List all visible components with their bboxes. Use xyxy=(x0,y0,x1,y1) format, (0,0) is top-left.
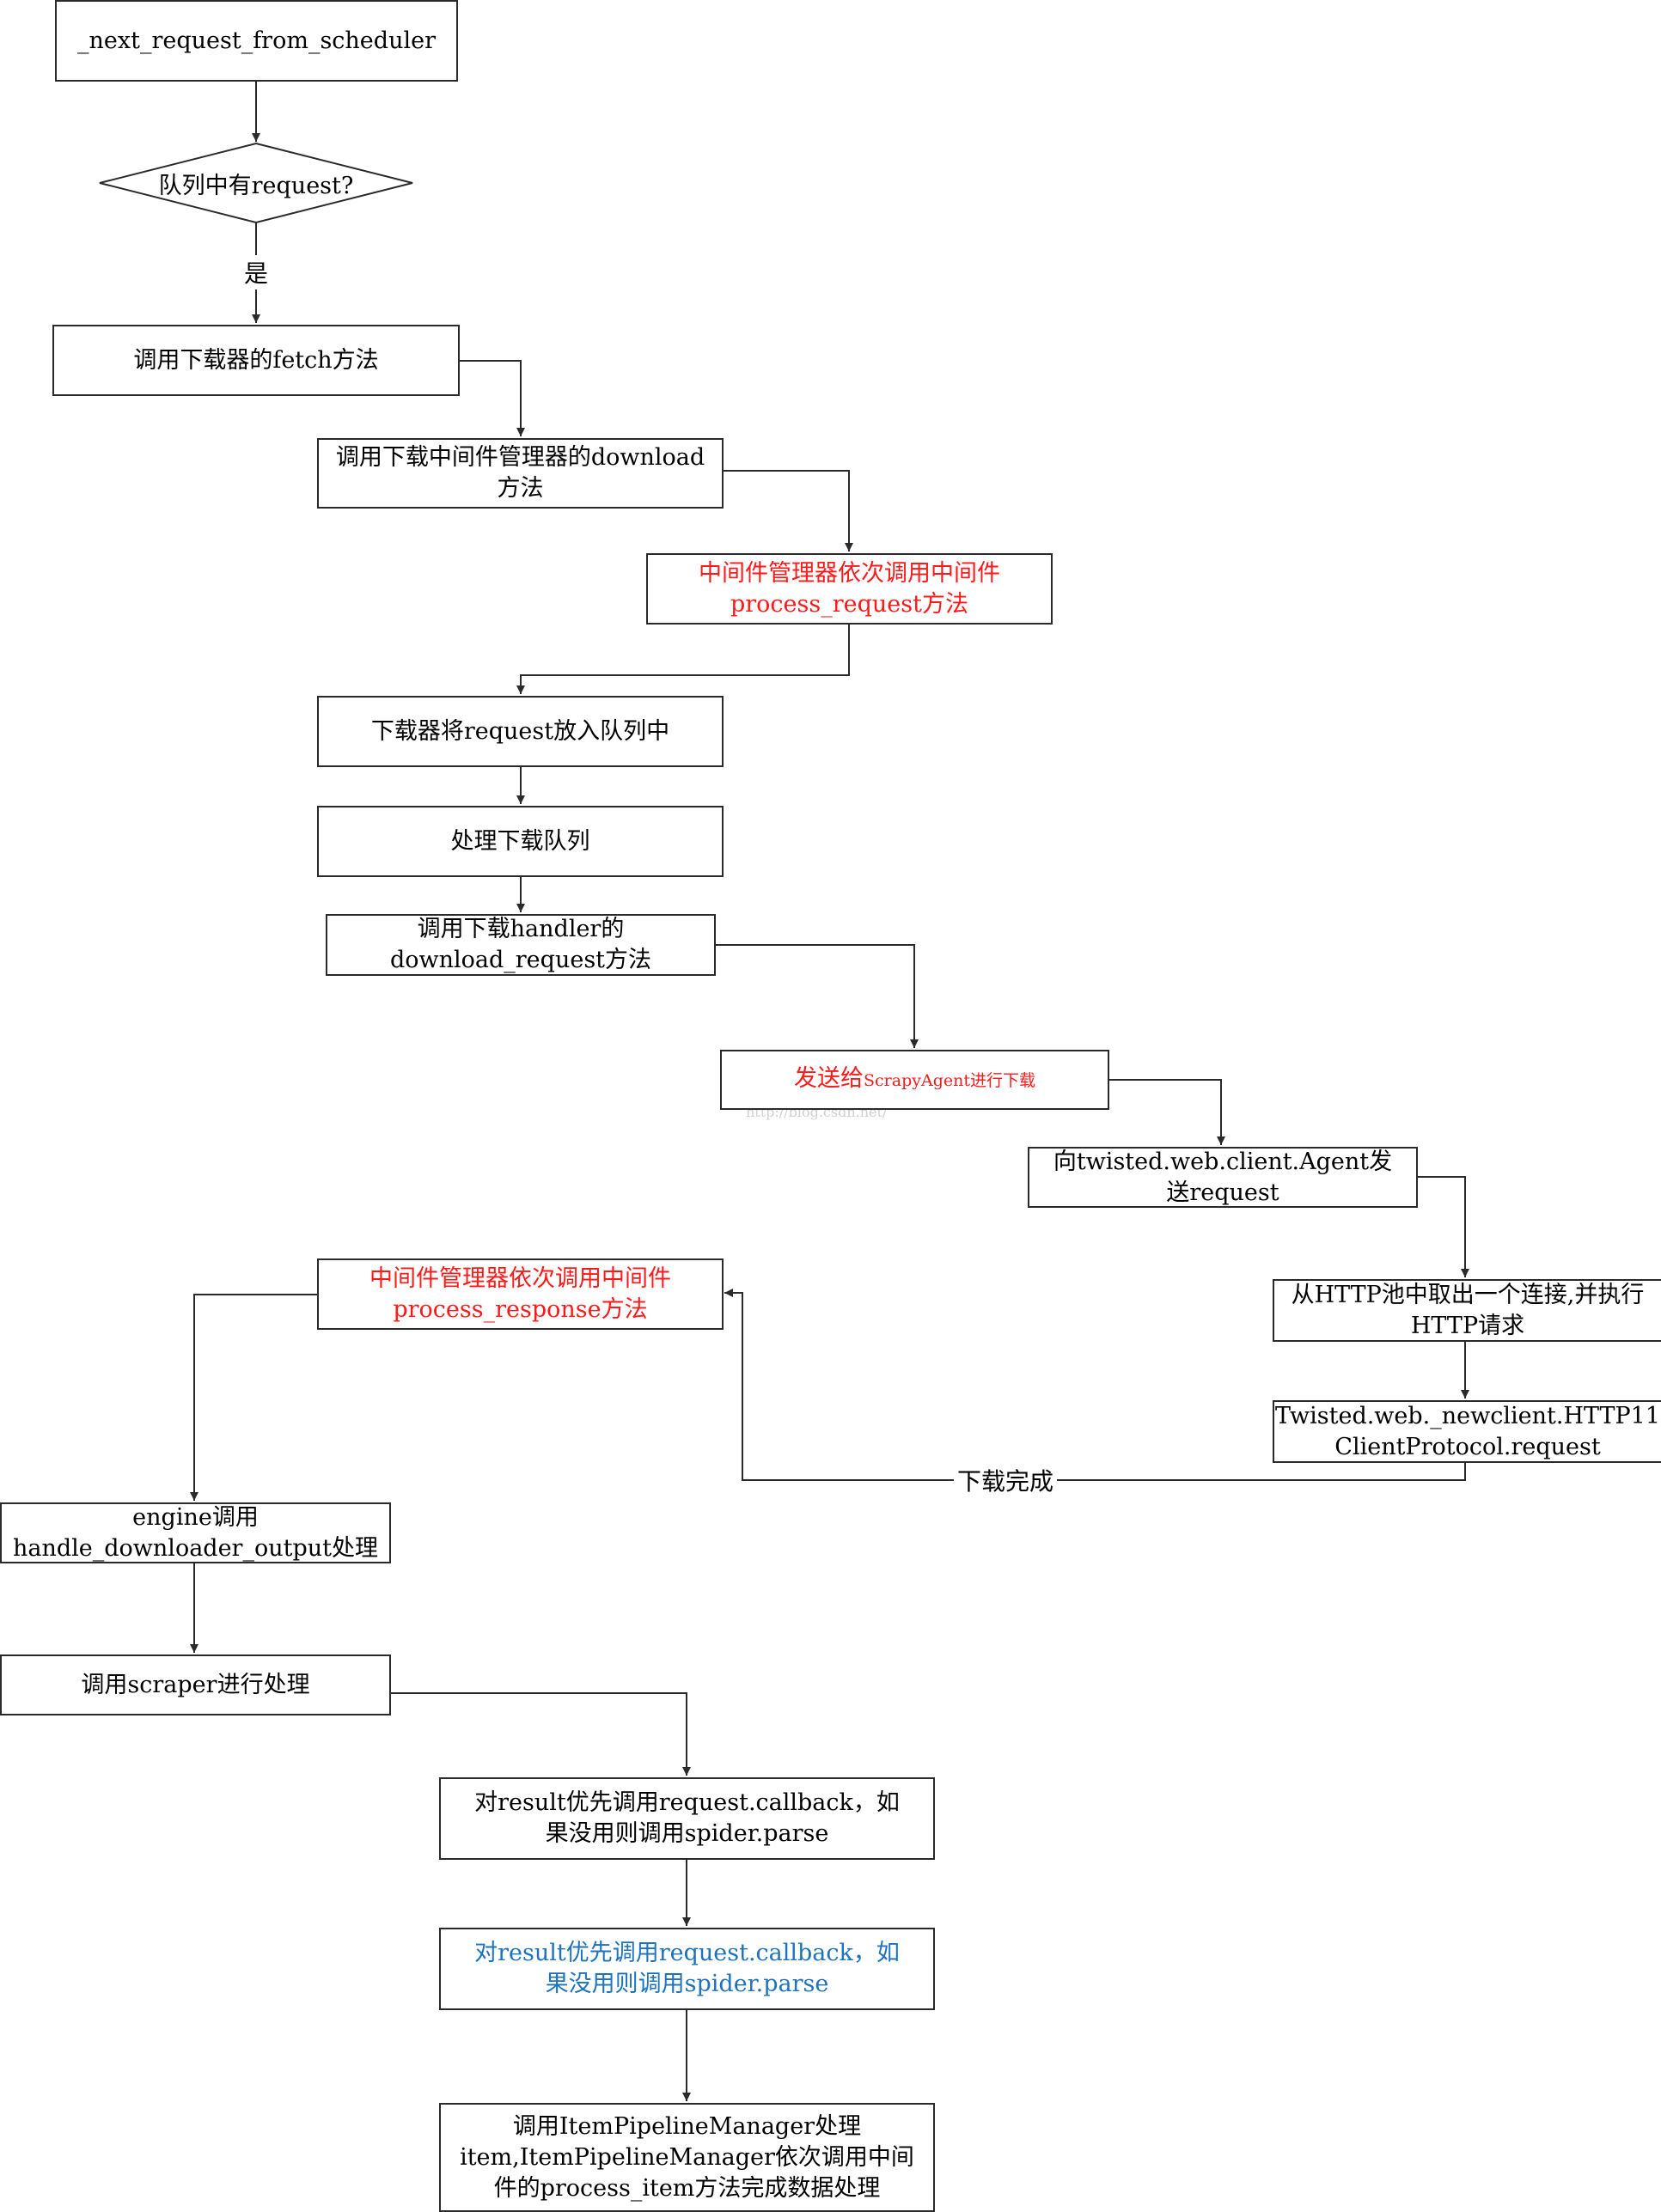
node-http-pool: 从HTTP池中取出一个连接,并执行 HTTP请求 xyxy=(1273,1279,1661,1342)
edge-label-download-done: 下载完成 xyxy=(954,1463,1058,1497)
node-engine-handle-output: engine调用 handle_downloader_output处理 xyxy=(0,1502,391,1563)
node-twisted-agent: 向twisted.web.client.Agent发 送request xyxy=(1028,1147,1418,1208)
node-next-request-from-scheduler: _next_request_from_scheduler xyxy=(55,0,458,82)
edge-scraper-callback xyxy=(390,1692,691,1776)
node-middleware-download: 调用下载中间件管理器的download 方法 xyxy=(317,438,724,509)
node-process-request: 中间件管理器依次调用中间件 process_request方法 xyxy=(646,553,1053,625)
node-callback: 对result优先调用request.callback，如 果没用则调用spid… xyxy=(439,1777,935,1860)
edge-http11-processresponse xyxy=(724,1289,1466,1481)
node-handler-download-request: 调用下载handler的 download_request方法 xyxy=(326,914,716,976)
edge-mwdownload-processrequest xyxy=(723,470,853,551)
node-item-pipeline: 调用ItemPipelineManager处理 item,ItemPipelin… xyxy=(439,2103,935,2212)
node-scrapy-agent: 发送给ScrapyAgent进行下载 xyxy=(720,1050,1109,1110)
node-callback-highlight: 对result优先调用request.callback，如 果没用则调用spid… xyxy=(439,1928,935,2010)
edge-processrequest-enqueue xyxy=(516,624,850,694)
edge-handler-scrapyagent xyxy=(715,944,919,1048)
edge-processresponse-engine xyxy=(190,1294,317,1501)
decision-text: 队列中有request? xyxy=(158,172,354,199)
edge-scrapyagent-twisted xyxy=(1108,1079,1225,1145)
node-fetch: 调用下载器的fetch方法 xyxy=(52,325,460,396)
node-http11-client-protocol: Twisted.web._newclient.HTTP11 ClientProt… xyxy=(1273,1400,1661,1463)
node-process-response: 中间件管理器依次调用中间件 process_response方法 xyxy=(317,1258,724,1330)
edge-label-yes: 是 xyxy=(241,255,272,289)
node-enqueue-request: 下载器将request放入队列中 xyxy=(317,696,724,767)
edge-twisted-httppool xyxy=(1417,1176,1469,1277)
node-process-download-queue: 处理下载队列 xyxy=(317,806,724,877)
node-scraper: 调用scraper进行处理 xyxy=(0,1654,391,1715)
edge-fetch-mwdownload xyxy=(459,360,525,436)
